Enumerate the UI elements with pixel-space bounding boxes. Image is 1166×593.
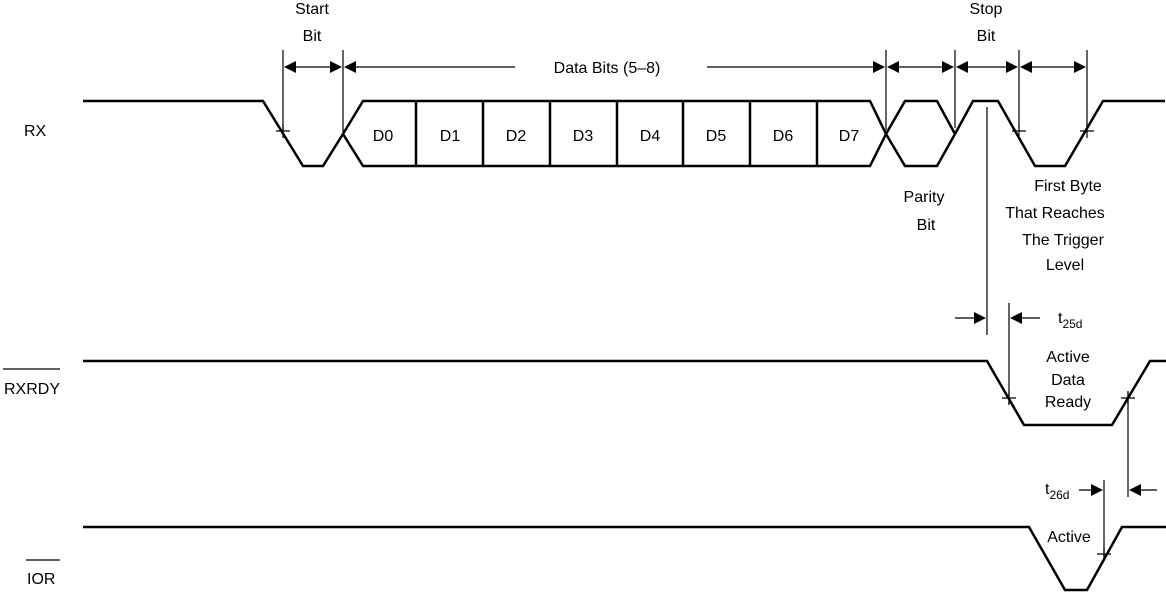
data-bit-label: D5 <box>706 128 727 145</box>
parity-bit-label-line2: Bit <box>917 217 936 234</box>
start-bit-label-line1: Start <box>295 1 329 18</box>
data-bit-label: D7 <box>839 128 860 145</box>
signal-label-rx: RX <box>24 123 47 140</box>
data-bit-label: D6 <box>773 128 794 145</box>
signal-label-ior: IOR <box>27 571 55 588</box>
data-bit-label: D0 <box>373 128 394 145</box>
rxrdy-waveform <box>83 359 1166 427</box>
t25d-timing-marker <box>955 107 1040 405</box>
t26d-timing-marker <box>1079 392 1157 560</box>
data-bit-label: D1 <box>440 128 461 145</box>
first-byte-label-line1: First Byte <box>1034 178 1102 195</box>
rx-waveform <box>83 99 1165 168</box>
data-bits-label: Data Bits (5–8) <box>554 60 661 77</box>
signal-label-rxrdy: RXRDY <box>4 381 60 398</box>
parity-bit-label-line1: Parity <box>904 189 945 206</box>
stop-bit-label-line2: Bit <box>977 28 996 45</box>
t25d-label: t25d <box>1058 310 1082 331</box>
active-data-ready-label-line2: Data <box>1051 372 1085 389</box>
first-byte-label-line2: That Reaches <box>1005 205 1105 222</box>
first-byte-label-line3: The Trigger <box>1022 232 1104 249</box>
data-bit-label: D3 <box>573 128 594 145</box>
first-byte-label-line4: Level <box>1046 257 1084 274</box>
stop-bit-label-line1: Stop <box>970 1 1003 18</box>
t26d-label: t26d <box>1045 481 1069 502</box>
active-data-ready-label-line1: Active <box>1046 349 1090 366</box>
start-bit-label-line2: Bit <box>303 28 322 45</box>
active-ior-label: Active <box>1047 529 1091 546</box>
active-data-ready-label-line3: Ready <box>1045 394 1091 411</box>
bit-period-dimensions <box>282 50 1088 132</box>
ior-waveform <box>83 525 1166 592</box>
data-bit-label: D4 <box>640 128 661 145</box>
data-bit-label: D2 <box>506 128 527 145</box>
